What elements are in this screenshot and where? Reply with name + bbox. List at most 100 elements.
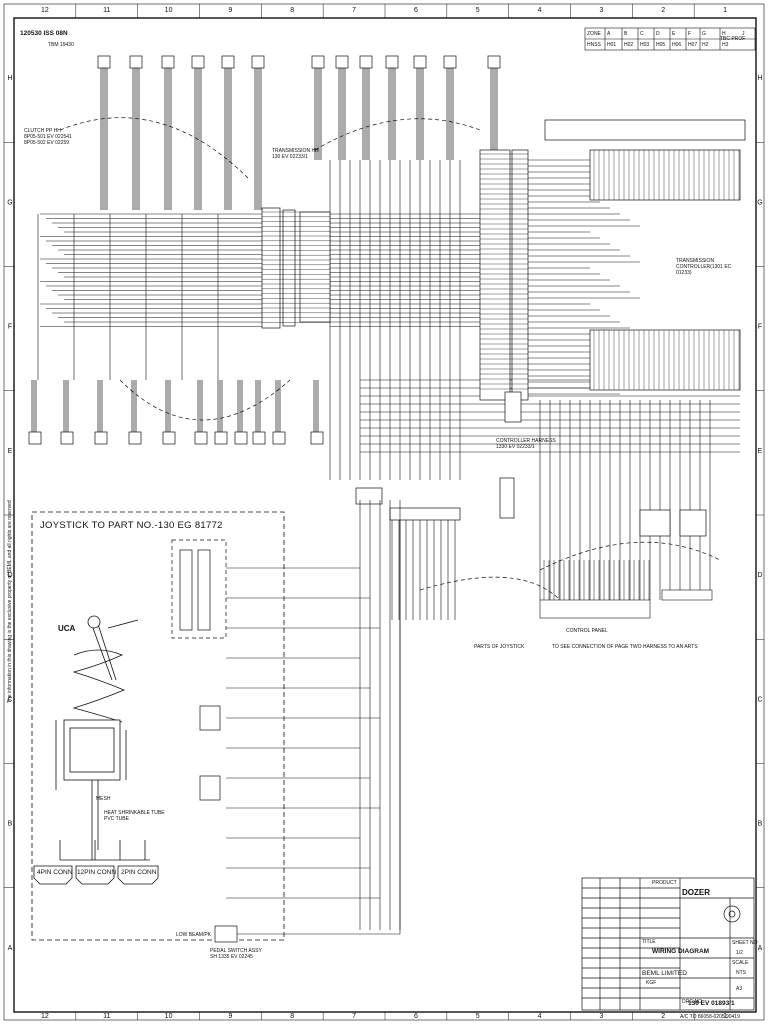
column-number: 4 [538, 1013, 542, 1020]
title-value: WIRING DIAGRAM [652, 948, 710, 955]
wiring-table-cell: H03 [640, 42, 650, 48]
top-connector [335, 55, 349, 69]
drg-no-label: DRG NO [682, 999, 702, 1005]
wiring-table-cell: J [742, 31, 745, 37]
product-value: DOZER [682, 888, 710, 897]
company-name: BEML LIMITED [642, 970, 687, 977]
column-number: 11 [103, 7, 110, 14]
column-number: 10 [165, 7, 173, 14]
row-letter: E [8, 448, 13, 455]
top-connector [191, 55, 205, 69]
row-letter: G [7, 199, 12, 206]
joystick-title: JOYSTICK TO PART NO.-130 EG 81772 [40, 520, 223, 531]
row-letter: F [758, 324, 762, 331]
row-letter: H [757, 75, 762, 82]
column-number: 12 [41, 1013, 49, 1020]
bottom-connector [310, 431, 324, 445]
column-number: 2 [661, 7, 665, 14]
header-stamp: 120530 ISS 08N [20, 30, 68, 37]
parts-of-joystick-label: PARTS OF JOYSTICK [474, 644, 525, 650]
bottom-connector [194, 431, 208, 445]
joystick-dashed-box [31, 511, 285, 941]
title-label: TITLE [642, 939, 656, 945]
bottom-connector [128, 431, 142, 445]
wiring-table-cell: H06 [672, 42, 682, 48]
transmission-controller-label: TRANSMISSION CONTROLLER(1301 EC 01233) [676, 258, 732, 276]
bottom-connector [94, 431, 108, 445]
scale-value: NTS [736, 970, 746, 976]
column-number: 9 [228, 7, 232, 14]
column-number: 2 [661, 1013, 665, 1020]
wiring-table-cell: A [607, 31, 611, 37]
column-number: 11 [103, 1013, 110, 1020]
row-letter: A [8, 945, 13, 952]
connector-4pin: 4PIN CONN [37, 869, 73, 876]
company-sub: KGF [646, 980, 657, 986]
column-number: 9 [228, 1013, 232, 1020]
wiring-table-cell: H02 [624, 42, 634, 48]
row-letter: C [757, 696, 762, 703]
low-beam-label: LOW BEAM/PK [176, 932, 212, 938]
mesh-label: MESH [96, 796, 111, 802]
column-number: 6 [414, 1013, 418, 1020]
distribution-note: TO SEE CONNECTION OF PAGE TWO HARNESS TO… [552, 644, 698, 650]
column-number: 7 [352, 1013, 356, 1020]
clutch-harness-label: CLUTCH PP HH 8P05-501 EV 022541 8P05-502… [24, 128, 72, 146]
terminal-strip-center [479, 149, 529, 401]
sheet-value: 1/2 [736, 950, 743, 956]
side-legal-text: The information in this drawing is the e… [7, 500, 13, 703]
joystick-inner-dashed-box [171, 539, 227, 639]
scale-label: SCALE [732, 960, 749, 966]
top-connector [413, 55, 427, 69]
row-letter: F [8, 324, 12, 331]
wiring-table-cell: D [656, 31, 660, 37]
row-letter: G [757, 199, 762, 206]
bottom-connector [162, 431, 176, 445]
pedal-switch-label: PEDAL SWITCH ASSY SH 1335 EV 02245 [210, 948, 262, 960]
wiring-table-cell: H07 [688, 42, 698, 48]
top-connector [311, 55, 325, 69]
bottom-connector [234, 431, 248, 445]
column-number: 1 [723, 7, 727, 14]
column-number: 1 [723, 1013, 727, 1020]
column-number: 10 [165, 1013, 173, 1020]
wiring-table-cell: ZONE [587, 31, 601, 37]
column-number: 8 [290, 1013, 294, 1020]
row-letter: B [758, 821, 763, 828]
relays [199, 391, 707, 943]
bottom-connector [28, 431, 42, 445]
control-panel [539, 589, 713, 619]
transmission-harness-label: TRANSMISSION HH 130 EV 02233/1 [272, 148, 319, 160]
bottom-connector [214, 431, 228, 445]
row-letter: D [7, 572, 12, 579]
wiring-table-cell: G [702, 31, 706, 37]
dashed-arcs [59, 117, 721, 601]
product-label: PRODUCT [652, 880, 677, 886]
column-number: 5 [476, 7, 480, 14]
wiring-table [584, 27, 756, 51]
column-number: 5 [476, 1013, 480, 1020]
frame-border [3, 3, 765, 1021]
bottom-connector [60, 431, 74, 445]
header-stamp-sub: TBM 19430 [48, 42, 74, 48]
wiring-table-cell: H05 [656, 42, 666, 48]
joystick-connectors [33, 865, 159, 885]
size-value: A3 [736, 986, 743, 992]
top-connector [443, 55, 457, 69]
terminal-strip-left [261, 207, 331, 329]
uca-label: UCA [58, 624, 76, 633]
wiring-table-cell: H3 [722, 42, 729, 48]
row-letter: D [757, 572, 762, 579]
wiring-table-right-cell: TBC PROF [720, 36, 746, 42]
control-panel-label: CONTROL PANEL [566, 628, 608, 634]
top-connector [385, 55, 399, 69]
column-number: 3 [599, 7, 603, 14]
wiring-table-cell: F [688, 31, 692, 37]
footer-text: A/C TO 86058-0205 90419 [680, 1014, 740, 1020]
wiring-table-cell: C [640, 31, 644, 37]
wiring-table-cell: H [722, 31, 726, 37]
top-connector [251, 55, 265, 69]
